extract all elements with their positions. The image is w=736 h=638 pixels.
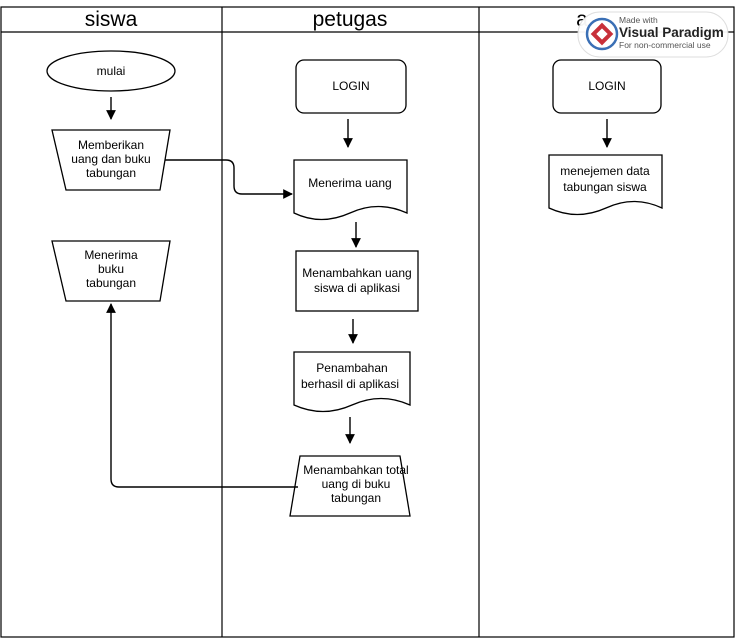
node-login-admin: LOGIN <box>552 59 662 114</box>
node-penambahan-line2: berhasil di aplikasi <box>301 377 399 391</box>
lane-title-petugas: petugas <box>313 8 388 31</box>
edge-total-to-menerima-buku <box>106 303 298 488</box>
node-menambahkan-uang-line1: Menambahkan uang <box>302 266 411 280</box>
node-penambahan-berhasil: Penambahan berhasil di aplikasi <box>293 351 411 413</box>
node-manajemen-data: menejemen data tabungan siswa <box>548 154 663 216</box>
node-login-petugas-label: LOGIN <box>332 79 369 93</box>
node-menerima-buku-line1: Menerima <box>84 248 138 262</box>
lane-title-siswa: siswa <box>85 8 138 31</box>
manual-operation-shape <box>51 129 171 191</box>
document-shape <box>293 159 408 221</box>
node-memberikan-line1: Memberikan <box>78 138 144 152</box>
node-menambahkan-total-line1: Menambahkan total <box>303 463 408 477</box>
watermark-line1: Made with <box>619 15 658 25</box>
node-mulai: mulai <box>46 50 176 92</box>
node-menerima-buku-line3: tabungan <box>86 276 136 290</box>
process-rect <box>295 250 419 312</box>
manual-operation-shape <box>51 240 171 302</box>
node-memberikan-line3: tabungan <box>86 166 136 180</box>
node-menambahkan-uang: Menambahkan uang siswa di aplikasi <box>295 250 419 312</box>
watermark-line3: For non-commercial use <box>619 40 711 50</box>
node-login-admin-label: LOGIN <box>588 79 625 93</box>
node-memberikan-uang: Memberikan uang dan buku tabungan <box>51 129 171 191</box>
document-shape <box>293 351 411 413</box>
manual-input-trapezoid <box>289 455 411 517</box>
node-penambahan-line1: Penambahan <box>316 361 387 375</box>
node-menerima-uang: Menerima uang <box>293 159 408 221</box>
node-login-petugas: LOGIN <box>295 59 407 114</box>
start-ellipse <box>46 50 176 92</box>
node-manajemen-line1: menejemen data <box>560 164 650 178</box>
node-menambahkan-total: Menambahkan total uang di buku tabungan <box>289 455 411 517</box>
node-memberikan-line2: uang dan buku <box>71 152 150 166</box>
swimlane-border <box>0 6 735 638</box>
node-menerima-buku-line2: buku <box>98 262 124 276</box>
document-shape <box>548 154 663 216</box>
node-menambahkan-uang-line2: siswa di aplikasi <box>314 281 400 295</box>
node-manajemen-line2: tabungan siswa <box>563 180 647 194</box>
node-menambahkan-total-line3: tabungan <box>331 491 381 505</box>
node-menambahkan-total-line2: uang di buku <box>322 477 391 491</box>
login-rect <box>295 59 407 114</box>
node-mulai-label: mulai <box>97 64 126 78</box>
watermark-line2: Visual Paradigm <box>619 25 724 40</box>
login-rect <box>552 59 662 114</box>
node-menerima-buku: Menerima buku tabungan <box>51 240 171 302</box>
watermark-background <box>577 11 729 58</box>
node-menerima-uang-label: Menerima uang <box>308 176 391 190</box>
visual-paradigm-watermark: Made with Visual Paradigm For non-commer… <box>577 11 729 58</box>
visual-paradigm-logo-icon <box>585 17 619 51</box>
edge-memberikan-to-menerima-uang <box>165 159 293 199</box>
